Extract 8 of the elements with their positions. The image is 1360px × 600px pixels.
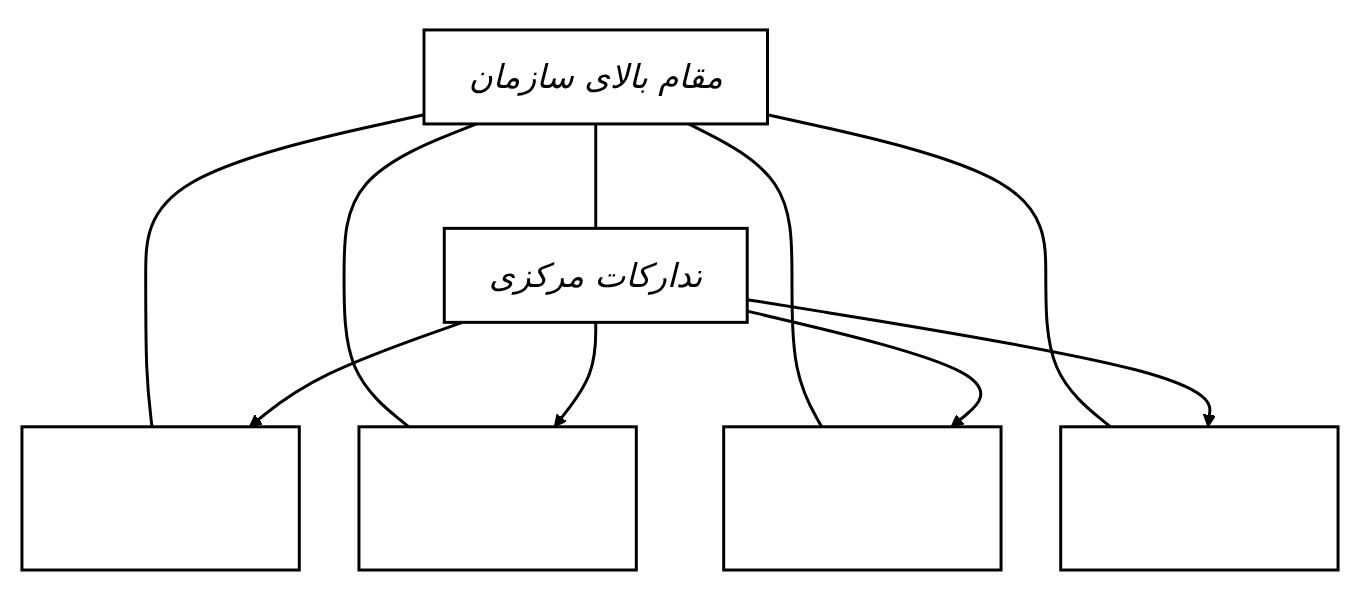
node-box: تدارکات مرکزی [442,226,749,324]
node-box [20,425,301,572]
connector [594,123,598,229]
node-box: مقام بالای سازمان [422,28,769,126]
node-box [357,425,638,572]
connector [144,113,425,427]
node-box [722,425,1003,572]
node-box [1059,425,1340,572]
